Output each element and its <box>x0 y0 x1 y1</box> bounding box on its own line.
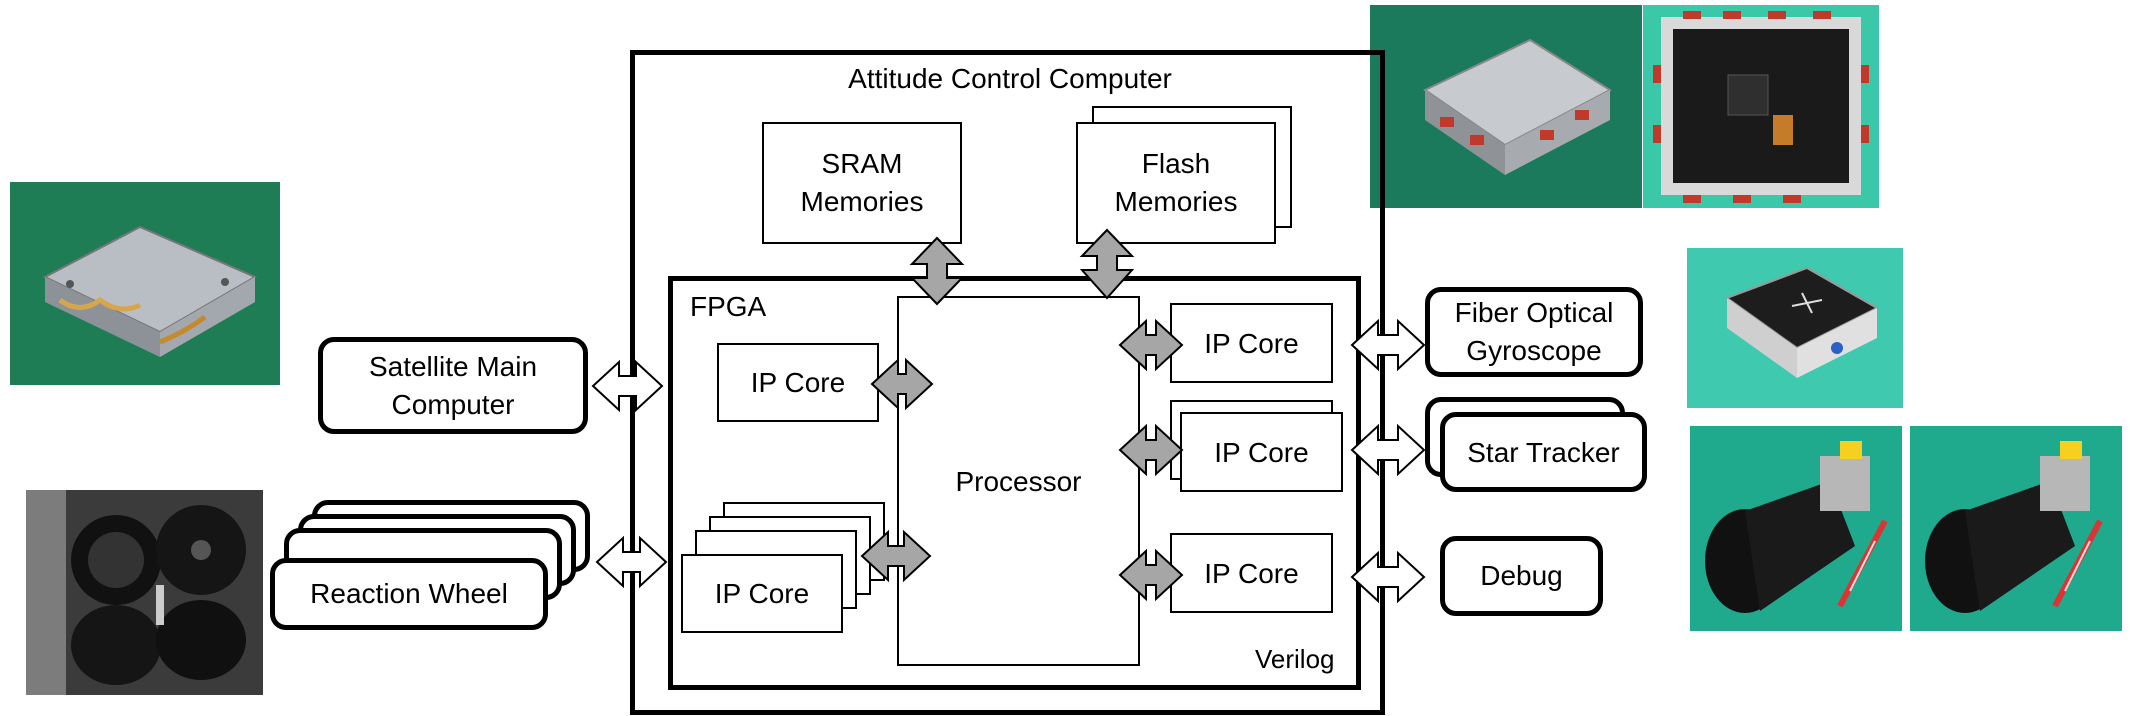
star-tracker-label: Star Tracker <box>1467 437 1620 468</box>
acc-title: Attitude Control Computer <box>848 63 1172 94</box>
satellite-computer-photo <box>10 182 280 385</box>
sram-memories-box <box>762 122 962 244</box>
verilog-label: Verilog <box>1255 644 1335 674</box>
debug-label: Debug <box>1480 560 1563 591</box>
star-tracker-box <box>1440 412 1647 492</box>
ip-core-top-left <box>717 343 879 422</box>
satellite-main-computer-label: Satellite Main Computer <box>368 351 538 420</box>
reaction-wheel-box <box>270 558 548 630</box>
acc-module-photo <box>1370 5 1642 208</box>
flash-memories-box <box>1076 122 1276 244</box>
sram-memories-label: SRAM Memories <box>800 148 924 217</box>
satellite-main-computer-arrow <box>591 359 664 413</box>
ip-bottom-left-processor-arrow <box>860 529 932 583</box>
processor-label: Processor <box>955 466 1082 497</box>
ip-core-right-top-label: IP Core <box>1204 328 1299 359</box>
fiber-optical-gyroscope-box <box>1425 287 1643 377</box>
reaction-wheel-arrow <box>595 535 668 589</box>
reaction-wheel-photo <box>26 490 263 695</box>
ip-core-top-left-label: IP Core <box>750 367 846 398</box>
debug-box <box>1440 536 1603 616</box>
ip-core-right-middle-label: IP Core <box>1214 437 1309 468</box>
star-tracker-photo-1 <box>1690 426 1902 631</box>
fpga-label: FPGA <box>690 291 767 322</box>
gyroscope-arrow <box>1350 318 1426 372</box>
reaction-wheel-label: Reaction Wheel <box>310 578 508 609</box>
ip-core-bottom-left <box>681 554 843 633</box>
ip-core-right-top <box>1170 303 1333 383</box>
satellite-main-computer-box <box>318 337 588 434</box>
flash-memories-label: Flash Memories <box>1114 148 1238 217</box>
fiber-optical-gyroscope-label: Fiber Optical Gyroscope <box>1454 297 1614 366</box>
ip-top-left-processor-arrow <box>870 357 934 411</box>
star-tracker-arrow <box>1350 423 1426 477</box>
star-tracker-photo-2 <box>1910 426 2122 631</box>
processor-ip-right-middle-arrow <box>1118 423 1184 477</box>
ip-core-right-middle <box>1180 412 1343 492</box>
processor-ip-right-bottom-arrow <box>1118 548 1184 602</box>
debug-arrow <box>1350 550 1426 604</box>
ip-core-bottom-left-label: IP Core <box>714 578 810 609</box>
sram-processor-arrow <box>909 236 965 306</box>
processor-box <box>897 296 1140 666</box>
fpga-box <box>668 276 1361 690</box>
gyroscope-photo <box>1687 248 1903 408</box>
flash-processor-arrow <box>1079 228 1135 300</box>
processor-ip-right-top-arrow <box>1118 318 1184 372</box>
ip-core-right-bottom-label: IP Core <box>1204 558 1299 589</box>
acc-board-photo <box>1643 5 1879 208</box>
ip-core-right-bottom <box>1170 533 1333 613</box>
